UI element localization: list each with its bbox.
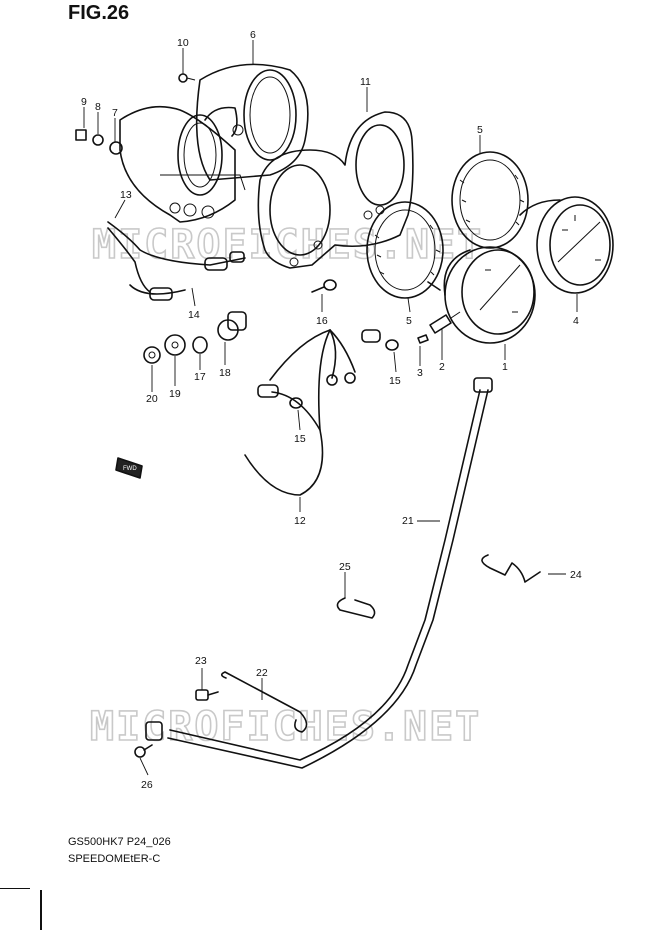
part-18-bulb-holder xyxy=(217,311,247,341)
forward-direction-badge: FWD xyxy=(115,457,143,479)
part-12-meter-harness xyxy=(244,329,399,496)
part-3-bulb xyxy=(417,334,429,344)
callout-23: 23 xyxy=(195,655,207,667)
part-16-screw xyxy=(311,279,337,293)
part-10-screw xyxy=(178,73,196,83)
part-13-wiring-harness xyxy=(107,221,246,301)
callout-9: 9 xyxy=(81,96,87,108)
watermark-top: MICROFICHES.NET xyxy=(92,222,483,268)
part-23-bolt xyxy=(195,689,219,701)
part-26-screw xyxy=(134,744,153,758)
callout-15-right: 15 xyxy=(389,375,401,387)
callout-7: 7 xyxy=(112,107,118,119)
callout-17: 17 xyxy=(194,371,206,383)
part-19-washer xyxy=(164,334,186,356)
part-22-cable-clamp xyxy=(220,671,308,733)
callout-5-lower: 5 xyxy=(406,315,412,327)
callout-15-left: 15 xyxy=(294,433,306,445)
callout-5-upper: 5 xyxy=(477,124,483,136)
part-1-speedometer xyxy=(443,246,536,344)
part-20-nut xyxy=(143,346,161,364)
callout-1: 1 xyxy=(502,361,508,373)
leader-lines xyxy=(83,40,578,776)
part-2-bulb-socket xyxy=(429,311,461,334)
part-24-cable-clip xyxy=(481,554,541,583)
part-8-washer xyxy=(92,134,104,146)
part-5-gauge-ring-lower xyxy=(366,201,444,299)
callout-19: 19 xyxy=(169,388,181,400)
callout-22: 22 xyxy=(256,667,268,679)
part-6-meter-housing xyxy=(119,105,246,223)
forward-direction-label: FWD xyxy=(123,466,137,472)
part-25-clip xyxy=(336,597,376,619)
footer-code: GS500HK7 P24_026 xyxy=(68,836,171,848)
part-5-gauge-ring-upper xyxy=(451,151,529,249)
part-17-bulb xyxy=(192,336,208,354)
callout-24: 24 xyxy=(570,569,582,581)
callout-16: 16 xyxy=(316,315,328,327)
callout-8: 8 xyxy=(95,101,101,113)
callout-18: 18 xyxy=(219,367,231,379)
callout-12: 12 xyxy=(294,515,306,527)
callout-6: 6 xyxy=(250,29,256,41)
part-11-front-panel xyxy=(257,111,414,269)
callout-25: 25 xyxy=(339,561,351,573)
callout-26: 26 xyxy=(141,779,153,791)
part-4-tachometer xyxy=(519,196,614,294)
callout-11: 11 xyxy=(360,76,371,88)
part-9-nut xyxy=(75,129,87,141)
callout-13: 13 xyxy=(120,189,132,201)
callout-21: 21 xyxy=(402,515,414,527)
margin-tick xyxy=(0,888,30,889)
part-6-meter-case-back xyxy=(195,63,309,181)
figure-title: FIG.26 xyxy=(68,2,130,24)
callout-14: 14 xyxy=(188,309,200,321)
part-7-grommet xyxy=(109,141,123,155)
callout-4: 4 xyxy=(573,315,579,327)
callout-20: 20 xyxy=(146,393,158,405)
callout-3: 3 xyxy=(417,367,423,379)
part-21-speedometer-cable xyxy=(145,377,493,769)
callout-10: 10 xyxy=(177,37,189,49)
margin-bar xyxy=(40,890,42,930)
watermark-bottom: MICROFICHES.NET xyxy=(90,704,481,750)
footer-name: SPEEDOMEtER-C xyxy=(68,853,161,865)
callout-2: 2 xyxy=(439,361,445,373)
